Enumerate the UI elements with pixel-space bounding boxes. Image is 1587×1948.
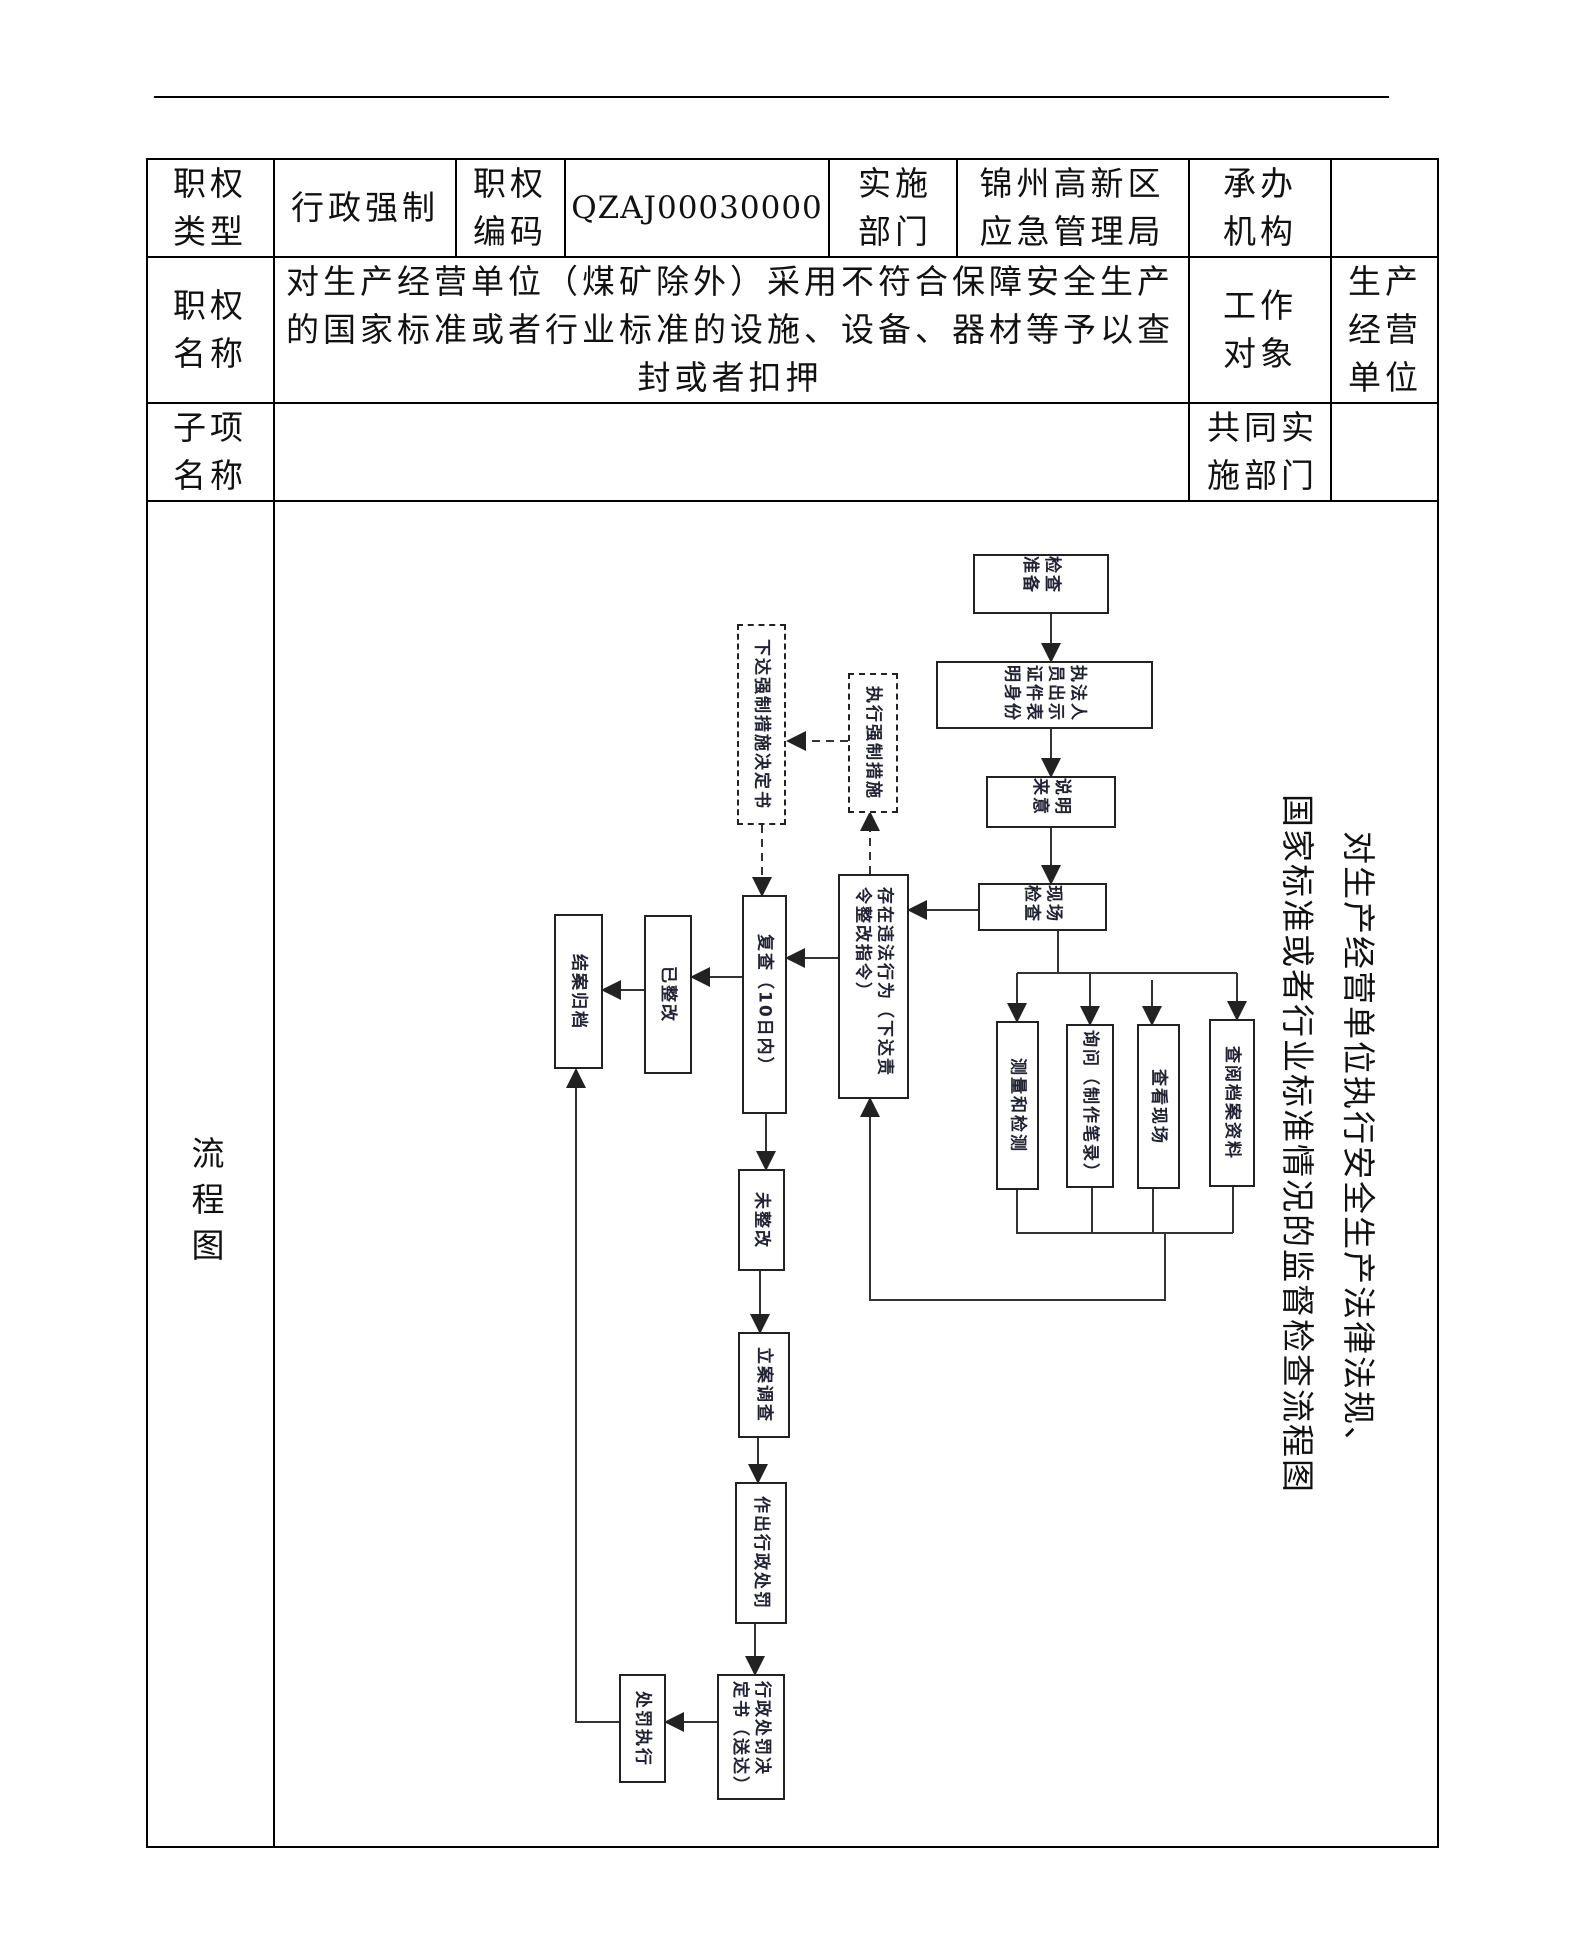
node-close: 结案归档 (554, 914, 603, 1069)
node-label: 执行强制措施 (863, 686, 883, 800)
node-label: 作出行政处罚 (751, 1496, 771, 1610)
arrow-checks-violation (860, 1097, 1166, 1301)
node-label: 存在违法行为（下达责令整改指令） (852, 886, 895, 1077)
flow-label: 流程图 (191, 1134, 229, 1265)
node-label: 执法人员出示证件表明身份 (1001, 665, 1088, 722)
node-label: 立案调查 (754, 1347, 774, 1423)
dept-label: 实施部门 (858, 164, 932, 251)
node-label: 现场检查 (1021, 885, 1064, 923)
node-label: 测量和检测 (1007, 1058, 1028, 1153)
node-violation: 存在违法行为（下达责令整改指令） (838, 874, 909, 1099)
node-prepare: 检查准备 (973, 554, 1109, 614)
node-measure: 测量和检测 (996, 1021, 1039, 1190)
code-label: 职权编码 (473, 164, 547, 251)
branch-inspect (1017, 931, 1237, 974)
node-records: 查阅档案资料 (1209, 1019, 1255, 1187)
node-label: 处罚执行 (632, 1690, 653, 1767)
node-explain: 说明来意 (986, 776, 1116, 828)
type-label: 职权类型 (173, 164, 247, 251)
target-label: 工作对象 (1223, 286, 1297, 373)
node-inquiry: 询问（制作笔录） (1066, 1024, 1114, 1188)
name-value: 对生产经营单位（煤矿除外）采用不符合保障安全生产的国家标准或者行业标准的设施、设… (286, 262, 1174, 397)
node-label: 未整改 (751, 1191, 772, 1249)
flowchart-title-line1: 对生产经营单位执行安全生产法律法规、 (1339, 831, 1378, 1461)
node-label: 说明来意 (1030, 778, 1072, 816)
node-execute: 处罚执行 (619, 1674, 666, 1783)
flowchart-title-line2: 国家标准或者行业标准情况的监督检查流程图 (1278, 794, 1317, 1494)
node-decision: 下达强制措施决定书 (737, 624, 786, 825)
node-label: 行政处罚决定书（送达） (730, 1681, 772, 1795)
name-label: 职权名称 (173, 286, 247, 373)
node-label: 已整改 (658, 966, 678, 1023)
node-label: 查看现场 (1148, 1068, 1169, 1145)
node-unrectified: 未整改 (738, 1169, 785, 1271)
type-value: 行政强制 (291, 188, 439, 227)
node-label: 查阅档案资料 (1222, 1046, 1242, 1160)
code-value: QZAJ00030000 (571, 190, 823, 226)
node-label: 检查准备 (1020, 556, 1062, 594)
node-identify: 执法人员出示证件表明身份 (936, 661, 1153, 729)
node-recheck: 复查（10日内） (742, 895, 787, 1114)
dept-value: 锦州高新区应急管理局 (979, 164, 1165, 251)
node-label: 下达强制措施决定书 (751, 639, 772, 810)
node-view: 查看现场 (1137, 1024, 1180, 1189)
node-penalty-doc: 行政处罚决定书（送达） (717, 1674, 785, 1800)
arrow-execute-close (566, 1068, 619, 1723)
node-label: 询问（制作笔录） (1080, 1030, 1100, 1182)
node-enforce: 执行强制措施 (848, 673, 898, 813)
node-penalty: 作出行政处罚 (735, 1482, 787, 1624)
node-inspect: 现场检查 (978, 883, 1107, 931)
node-case: 立案调查 (738, 1332, 790, 1438)
node-label: 结案归档 (568, 953, 589, 1030)
merge-checks (1016, 1190, 1233, 1234)
node-label: 复查（10日内） (754, 933, 775, 1076)
co-label: 共同实施部门 (1207, 408, 1318, 495)
header-rule (154, 96, 1389, 98)
node-rectified: 已整改 (644, 915, 692, 1074)
target-value: 生产经营单位 (1348, 262, 1422, 397)
org-label: 承办机构 (1223, 164, 1297, 251)
sub-label: 子项名称 (173, 408, 247, 495)
